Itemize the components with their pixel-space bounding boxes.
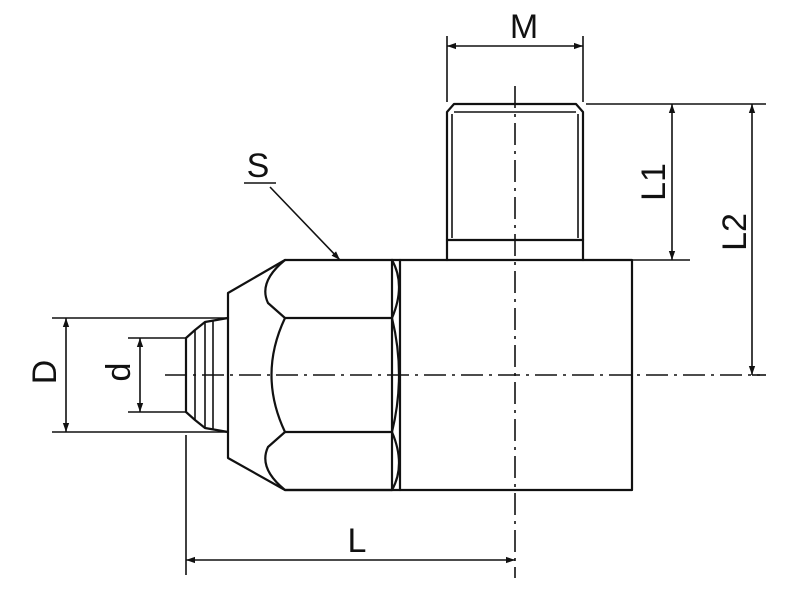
dimension-D: D xyxy=(26,317,228,433)
dimension-d: d xyxy=(100,337,186,413)
dimension-L: L xyxy=(185,435,515,575)
label-S: S xyxy=(247,147,270,185)
dimension-M: M xyxy=(446,8,584,102)
label-L: L xyxy=(348,522,367,560)
dimension-L2: L2 xyxy=(690,103,766,376)
label-L2: L2 xyxy=(716,213,754,251)
label-M: M xyxy=(510,8,538,46)
dimension-S: S xyxy=(244,147,341,261)
label-D: D xyxy=(26,360,64,385)
label-L1: L1 xyxy=(635,163,673,201)
center-lines xyxy=(165,86,760,578)
elbow-body xyxy=(398,238,634,492)
dimension-L1: L1 xyxy=(586,103,690,261)
label-d: d xyxy=(100,363,138,382)
